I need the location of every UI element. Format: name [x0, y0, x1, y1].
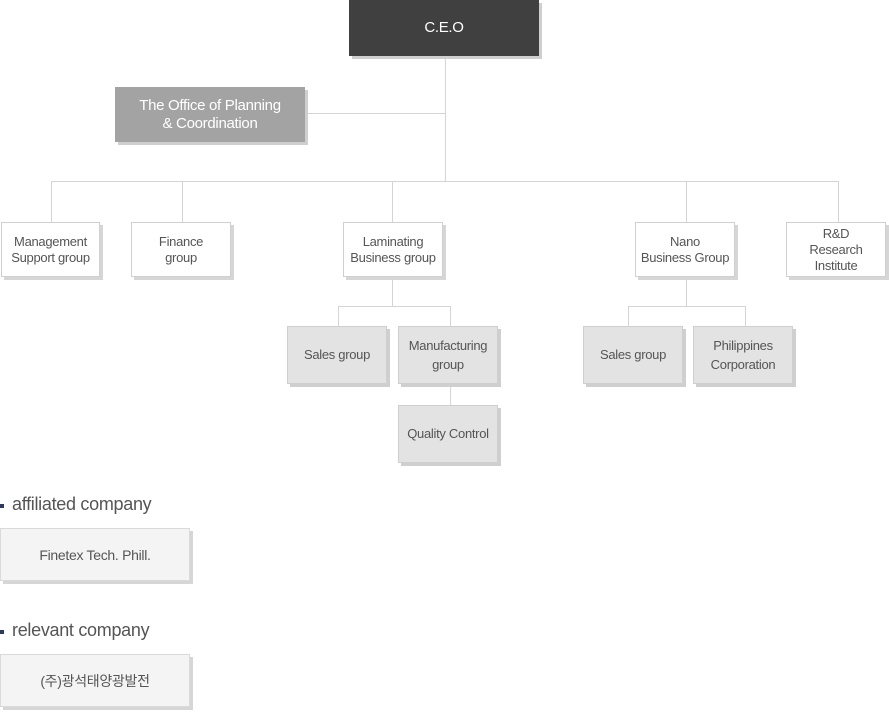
connector-laminating	[392, 181, 393, 223]
nano-box: Nano Business Group	[635, 222, 735, 277]
lam-manufacturing-box: Manufacturing group	[398, 326, 498, 384]
connector-finance	[182, 181, 183, 223]
quality-control-box: Quality Control	[398, 405, 498, 463]
connector-ceo-trunk	[445, 56, 446, 182]
connector-nano	[686, 181, 687, 223]
planning-office-box: The Office of Planning & Coordination	[115, 87, 305, 142]
connector-lam-sales	[338, 306, 339, 327]
connector-planning	[305, 113, 446, 114]
connector-nano-horizontal	[628, 306, 746, 307]
relevant-company-box: (주)광석태양광발전	[0, 654, 190, 707]
relevant-heading: relevant company	[12, 620, 150, 640]
connector-lam-down	[392, 277, 393, 306]
rnd-box: R&D Research Institute	[786, 222, 886, 277]
finance-box: Finance group	[131, 222, 231, 277]
philippines-box: Philippines Corporation	[693, 326, 793, 384]
connector-management	[51, 181, 52, 223]
laminating-box: Laminating Business group	[343, 222, 443, 277]
connector-rnd	[838, 181, 839, 223]
management-support-box: Management Support group	[1, 222, 100, 277]
affiliated-heading: affiliated company	[12, 494, 152, 514]
ceo-box: C.E.O	[349, 0, 539, 56]
connector-lam-manufacturing	[450, 306, 451, 327]
connector-nano-sales	[628, 306, 629, 327]
connector-philippines	[745, 306, 746, 327]
affiliated-bullet	[0, 504, 4, 508]
connector-top-horizontal	[51, 181, 839, 182]
lam-sales-box: Sales group	[287, 326, 387, 384]
connector-nano-down	[686, 277, 687, 306]
connector-lam-horizontal	[338, 306, 451, 307]
affiliated-company-box: Finetex Tech. Phill.	[0, 528, 190, 581]
nano-sales-box: Sales group	[583, 326, 683, 384]
relevant-bullet	[0, 630, 4, 634]
connector-quality	[450, 384, 451, 406]
